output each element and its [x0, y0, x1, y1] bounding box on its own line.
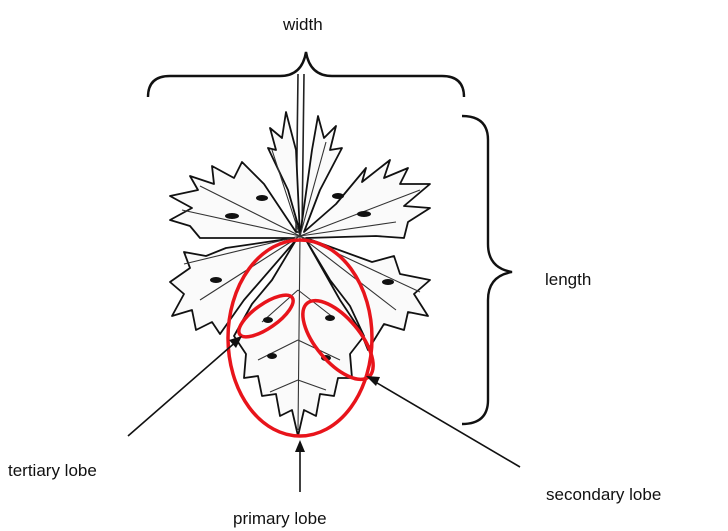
primary-lobe-arrowhead [295, 440, 305, 452]
primary-lobe-label: primary lobe [233, 510, 327, 527]
tertiary-lobe-label: tertiary lobe [8, 462, 97, 479]
width-bracket [148, 52, 464, 97]
leaf-drawing [170, 74, 430, 436]
secondary-lobe-label: secondary lobe [546, 486, 661, 503]
tertiary-lobe-arrow [128, 340, 238, 436]
width-label: width [283, 16, 323, 33]
length-label: length [545, 271, 591, 288]
secondary-lobe-arrow [372, 380, 520, 467]
length-bracket [462, 116, 512, 424]
secondary-lobe-arrowhead [366, 376, 380, 386]
